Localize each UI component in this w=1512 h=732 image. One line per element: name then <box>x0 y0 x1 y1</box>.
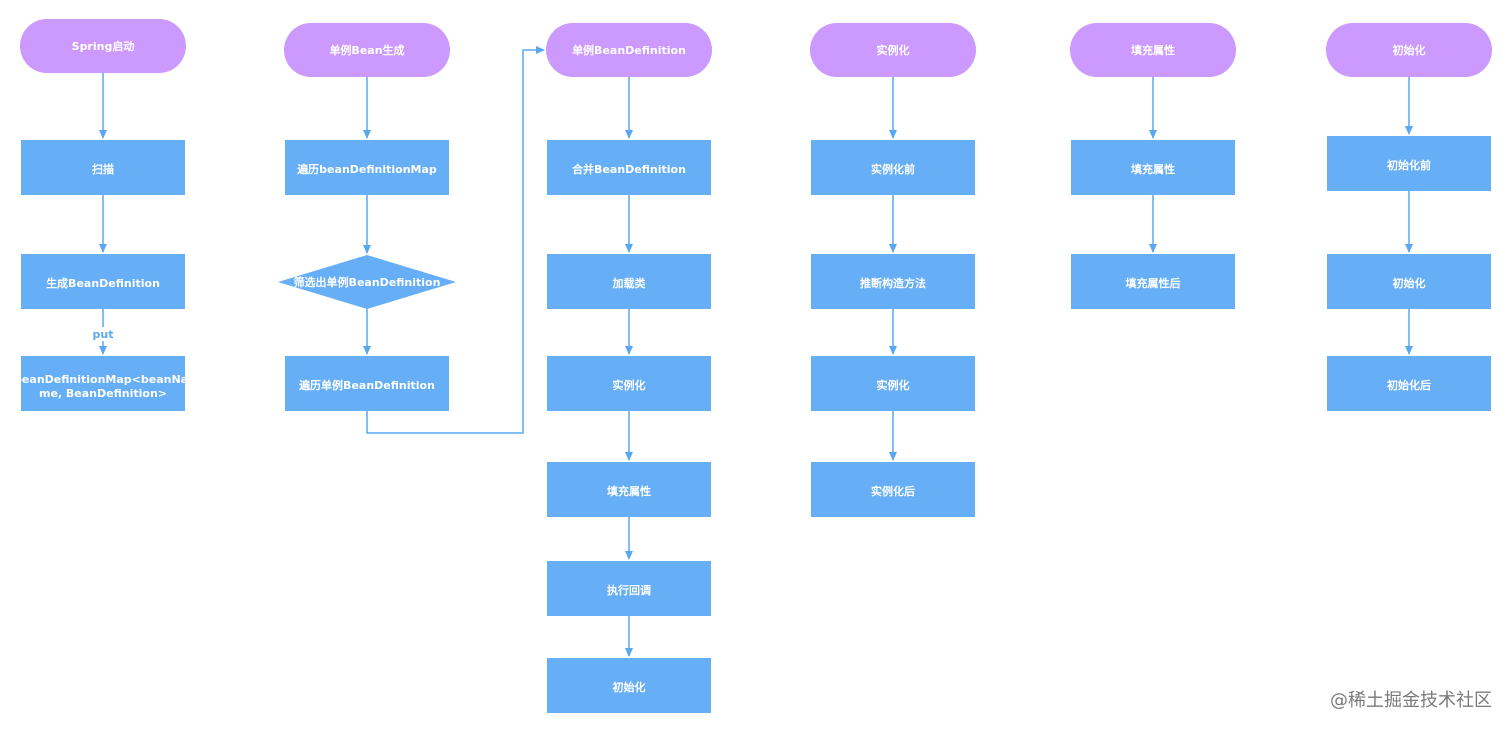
process-node-callbacks-label: 执行回调 <box>607 583 651 597</box>
process-node-callbacks[interactable] <box>547 561 711 616</box>
flow-1: Spring启动 扫描 生成BeanDefinition put beanDef… <box>14 19 192 411</box>
start-node-instantiation[interactable] <box>810 23 976 77</box>
process-node-populate-properties[interactable] <box>547 462 711 517</box>
process-node-infer-constructor[interactable] <box>811 254 975 309</box>
process-node-iterate-singleton-label: 遍历单例BeanDefinition <box>298 378 435 392</box>
process-node-after-init-label: 初始化后 <box>1387 378 1431 392</box>
process-node-instantiation-label: 实例化 <box>877 378 910 392</box>
flow-4: 实例化 实例化前 推断构造方法 实例化 实例化后 <box>810 23 976 517</box>
start-node-populate[interactable] <box>1070 23 1236 77</box>
process-node-after-init[interactable] <box>1327 356 1491 411</box>
connector-to-singleton-beandefinition <box>366 46 545 434</box>
process-node-beandefinitionmap[interactable] <box>21 356 185 411</box>
process-node-iterate-map[interactable] <box>285 140 449 195</box>
process-node-init[interactable] <box>1327 254 1491 309</box>
process-node-populate[interactable] <box>1071 140 1235 195</box>
decision-node-filter-singleton[interactable] <box>278 255 456 309</box>
process-node-instantiation[interactable] <box>811 356 975 411</box>
process-node-iterate-map-label: 遍历beanDefinitionMap <box>296 162 437 176</box>
process-node-infer-constructor-label: 推断构造方法 <box>860 276 926 290</box>
process-node-generate-beandefinition[interactable] <box>21 254 185 309</box>
process-node-merge-beandefinition-label: 合并BeanDefinition <box>572 162 686 176</box>
flow-2: 单例Bean生成 遍历beanDefinitionMap 筛选出单例BeanDe… <box>278 23 545 434</box>
process-node-initialize[interactable] <box>547 658 711 713</box>
start-node-spring-label: Spring启动 <box>72 39 135 53</box>
process-node-before-init[interactable] <box>1327 136 1491 191</box>
process-node-iterate-singleton[interactable] <box>285 356 449 411</box>
process-node-populate-properties-label: 填充属性 <box>607 484 651 498</box>
edge-label-bg <box>91 327 115 341</box>
process-node-initialize-label: 初始化 <box>613 680 646 694</box>
start-node-populate-label: 填充属性 <box>1131 43 1175 57</box>
process-node-instantiate[interactable] <box>547 356 711 411</box>
process-node-beandefinitionmap-label: beanDefinitionMap<beanNa me, BeanDefinit… <box>14 373 192 400</box>
process-node-scan-label: 扫描 <box>92 162 114 176</box>
flow-6: 初始化 初始化前 初始化 初始化后 <box>1326 23 1492 411</box>
watermark-text: @稀土掘金技术社区 <box>1330 690 1492 711</box>
process-node-populate-label: 填充属性 <box>1131 162 1175 176</box>
start-node-singleton-bean-label: 单例Bean生成 <box>329 43 404 57</box>
process-node-generate-beandefinition-label: 生成BeanDefinition <box>46 276 160 290</box>
flow-3: 单例BeanDefinition 合并BeanDefinition 加载类 实例… <box>546 23 712 713</box>
process-node-after-populate[interactable] <box>1071 254 1235 309</box>
process-node-before-instantiation[interactable] <box>811 140 975 195</box>
process-node-load-class-label: 加载类 <box>612 276 647 290</box>
process-node-init-label: 初始化 <box>1393 276 1426 290</box>
process-node-instantiate-label: 实例化 <box>613 378 646 392</box>
start-node-singleton-beandefinition-label: 单例BeanDefinition <box>572 43 686 57</box>
start-node-instantiation-label: 实例化 <box>877 43 910 57</box>
process-node-scan[interactable] <box>21 140 185 195</box>
flow-5: 填充属性 填充属性 填充属性后 <box>1070 23 1236 309</box>
process-node-after-instantiation-label: 实例化后 <box>871 484 915 498</box>
start-node-init[interactable] <box>1326 23 1492 77</box>
start-node-singleton-bean[interactable] <box>284 23 450 77</box>
process-node-after-instantiation[interactable] <box>811 462 975 517</box>
decision-node-filter-singleton-label: 筛选出单例BeanDefinition <box>294 275 441 289</box>
process-node-after-populate-label: 填充属性后 <box>1126 276 1181 290</box>
process-node-before-init-label: 初始化前 <box>1387 158 1431 172</box>
process-node-before-instantiation-label: 实例化前 <box>871 162 915 176</box>
start-node-spring[interactable] <box>20 19 186 73</box>
process-node-load-class[interactable] <box>547 254 711 309</box>
process-node-merge-beandefinition[interactable] <box>547 140 711 195</box>
edge-label-put: put <box>93 328 114 341</box>
start-node-init-label: 初始化 <box>1393 43 1426 57</box>
start-node-singleton-beandefinition[interactable] <box>546 23 712 77</box>
